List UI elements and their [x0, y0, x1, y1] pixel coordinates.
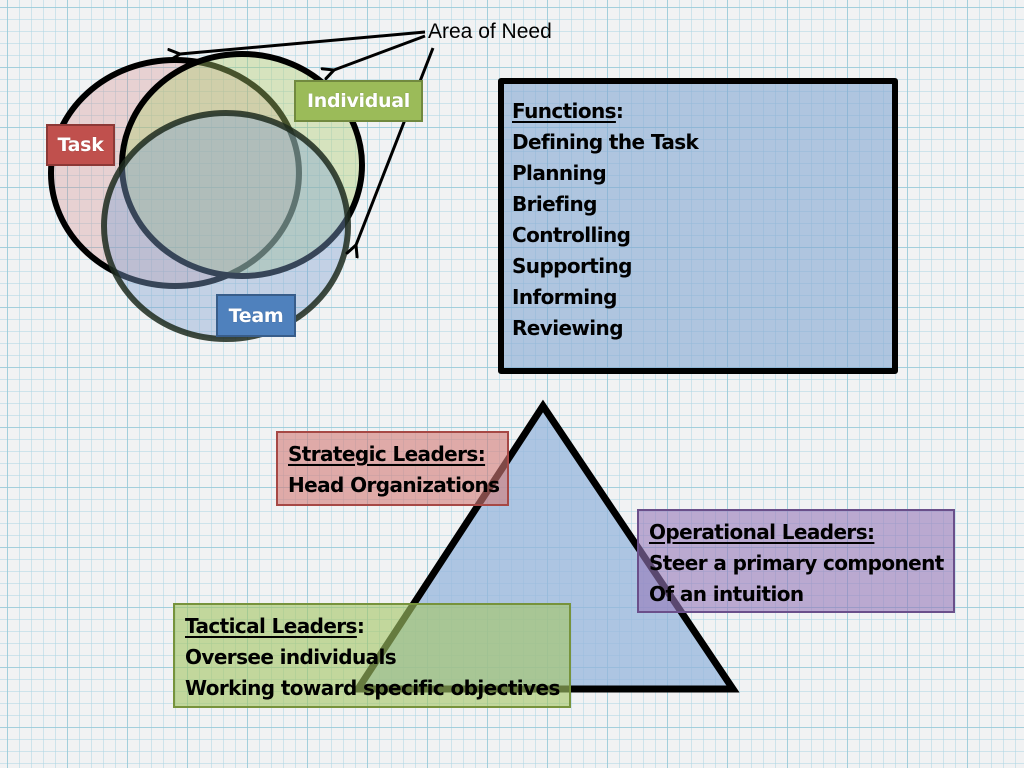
- strategic-leaders-box: Strategic Leaders: Head Organizations: [276, 431, 509, 506]
- tactical-leaders-box: Tactical Leaders: Oversee individuals Wo…: [173, 603, 571, 708]
- function-item: Reviewing: [512, 316, 624, 340]
- function-item: Briefing: [512, 192, 597, 216]
- function-item: Supporting: [512, 254, 632, 278]
- function-item: Planning: [512, 161, 607, 185]
- function-item: Informing: [512, 285, 617, 309]
- task-label: Task: [46, 124, 115, 166]
- functions-heading-colon: :: [615, 99, 624, 123]
- strategic-heading: Strategic Leaders:: [288, 442, 486, 466]
- venn-circle-team: [101, 110, 351, 342]
- functions-heading-text: Functions: [512, 99, 617, 123]
- tactical-heading-colon: :: [356, 614, 365, 638]
- team-label: Team: [216, 294, 296, 337]
- functions-heading: Functions:: [512, 96, 892, 127]
- operational-leaders-box: Operational Leaders: Steer a primary com…: [637, 509, 955, 613]
- operational-line: Steer a primary component: [649, 551, 944, 575]
- tactical-line: Oversee individuals: [185, 645, 397, 669]
- function-item: Defining the Task: [512, 130, 699, 154]
- area-of-need-annotation: Area of Need: [428, 20, 552, 43]
- tactical-heading: Tactical Leaders:: [185, 611, 569, 642]
- function-item: Controlling: [512, 223, 631, 247]
- arrow-to-individual: [334, 34, 426, 70]
- tactical-line: Working toward specific objectives: [185, 676, 560, 700]
- strategic-line: Head Organizations: [288, 473, 500, 497]
- tactical-heading-text: Tactical Leaders: [185, 614, 357, 638]
- arrow-to-task: [180, 30, 426, 54]
- operational-line: Of an intuition: [649, 582, 804, 606]
- operational-heading: Operational Leaders:: [649, 520, 875, 544]
- individual-label: Individual: [294, 80, 423, 122]
- functions-box: Functions: Defining the Task Planning Br…: [498, 78, 898, 374]
